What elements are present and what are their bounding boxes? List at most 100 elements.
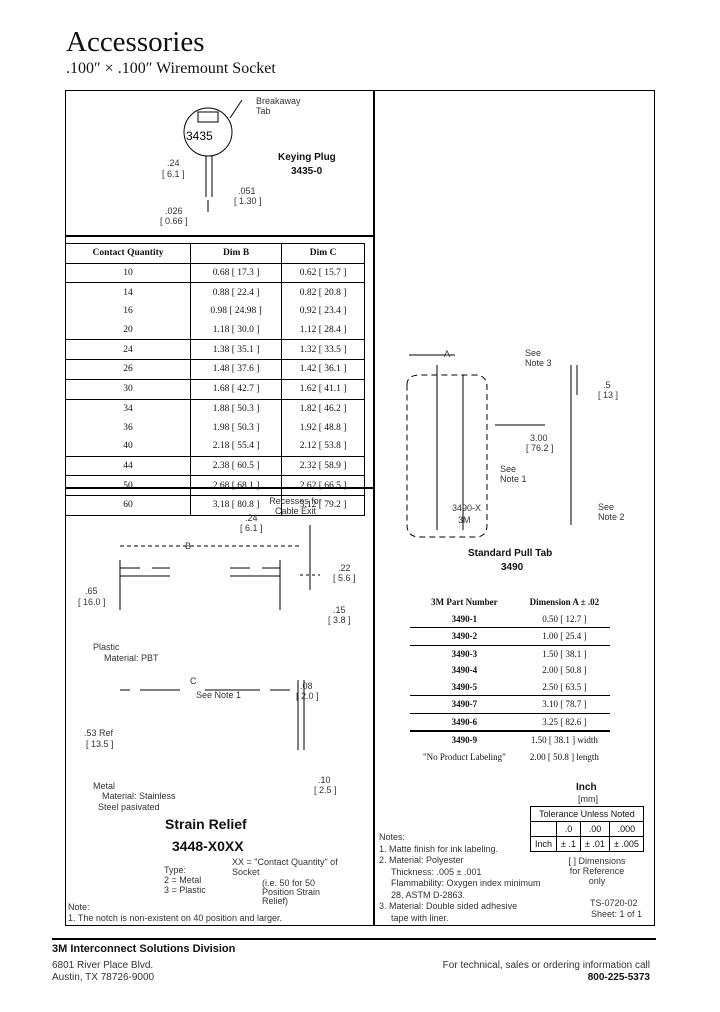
dim: .5 xyxy=(603,380,611,390)
page-title: Accessories xyxy=(66,26,205,58)
keying-plug-part: 3435-0 xyxy=(291,166,323,177)
xx-note: XX = "Contact Quantity" of Socket xyxy=(232,857,338,877)
col-header: Dimension A ± .02 xyxy=(529,597,600,608)
type-label: Type: xyxy=(164,865,187,875)
col-header: 3M Part Number xyxy=(431,597,498,608)
dim: [ 13 ] xyxy=(598,390,619,400)
pull-tab-drawing xyxy=(406,354,578,538)
plug-text: 3435 xyxy=(186,129,213,143)
table-row: "No Product Labeling"2.00 [ 50.8 ] lengt… xyxy=(422,751,599,762)
dim: .026 xyxy=(165,206,183,216)
dim: .24 xyxy=(167,158,180,168)
dim: [ 5.6 ] xyxy=(333,573,356,583)
note-item: Thickness: .005 ± .001 xyxy=(391,866,482,877)
contact-text: For technical, sales or ordering informa… xyxy=(442,960,650,971)
see-note-label: See Note 3 xyxy=(525,348,552,368)
dim: .22 xyxy=(338,563,351,573)
footer-divider xyxy=(52,938,656,940)
dim: .10 xyxy=(318,775,331,785)
dim: [ 6.1 ] xyxy=(162,169,185,179)
dim: [ 2.5 ] xyxy=(314,785,337,795)
dim: [ 0.66 ] xyxy=(160,216,188,226)
dim: C xyxy=(190,676,197,686)
page-subtitle: .100″ × .100″ Wiremount Socket xyxy=(66,60,276,77)
keying-plug-drawing xyxy=(183,99,243,212)
dim: .08 xyxy=(300,681,313,691)
col-header: Contact Quantity xyxy=(64,243,192,264)
note-item: 28, ASTM D-2863. xyxy=(391,889,466,900)
note-item: 2. Material: Polyester xyxy=(379,855,464,865)
breakaway-label: Breakaway Tab xyxy=(256,96,301,116)
address-line: Austin, TX 78726-9000 xyxy=(52,972,155,983)
pull-tab-title: Standard Pull Tab xyxy=(468,548,553,559)
note-item: Flammability: Oxygen index minimum xyxy=(391,878,541,888)
keying-plug-label: Keying Plug xyxy=(278,152,336,163)
tab-text: 3490-X xyxy=(452,503,482,513)
type-plastic: 3 = Plastic xyxy=(164,885,206,895)
tolerance-table: Tolerance Unless Noted .0.00.000 Inch± .… xyxy=(529,806,644,852)
plastic-material: Material: PBT xyxy=(104,653,159,663)
sheet-number: Sheet: 1 of 1 xyxy=(591,909,643,919)
dim: A xyxy=(444,349,451,359)
phone-number: 800-225-5373 xyxy=(587,972,650,983)
dim: .65 xyxy=(85,586,98,596)
strain-relief-drawing xyxy=(119,525,320,750)
see-note-label: See Note 1 xyxy=(196,690,242,700)
dim: .15 xyxy=(333,605,346,615)
type-metal: 2 = Metal xyxy=(164,875,202,885)
doc-number: TS-0720-02 xyxy=(590,898,638,908)
address-line: 6801 River Place Blvd. xyxy=(52,960,154,971)
ref-note: [ ] Dimensions for Reference only xyxy=(568,856,626,886)
division-name: 3M Interconnect Solutions Division xyxy=(52,943,236,955)
metal-material: Steel pasivated xyxy=(98,802,160,812)
units-inch: Inch xyxy=(576,782,597,793)
dim: [ 6.1 ] xyxy=(240,523,263,533)
recesses-label: Recesses for Cable Exit xyxy=(269,496,322,516)
note-item: 1. Matte finish for ink labeling. xyxy=(379,843,499,854)
dim: [ 16.0 ] xyxy=(78,597,106,607)
dim: .53 Ref xyxy=(84,728,114,738)
pull-tab-part: 3490 xyxy=(501,562,524,573)
dim: [ 13.5 ] xyxy=(86,739,114,749)
tab-text: 3M xyxy=(458,515,471,525)
plastic-label: Plastic xyxy=(93,642,120,652)
dim: .051 xyxy=(238,186,256,196)
notes: Notes: 1. Matte finish for ink labeling.… xyxy=(379,832,541,924)
note-title: Note: xyxy=(68,902,90,912)
see-note-label: See Note 1 xyxy=(500,464,527,484)
dim: .24 xyxy=(245,513,258,523)
xx-example: (i.e. 50 for 50 Position Strain Relief) xyxy=(262,878,321,906)
metal-material: Material: Stainless xyxy=(102,791,176,801)
note-item: 3. Material: Double sided adhesive xyxy=(379,901,518,911)
column-divider xyxy=(373,90,375,926)
col-header: Dim C xyxy=(281,243,365,264)
dim: 3.00 xyxy=(530,433,548,443)
strain-relief-title: Strain Relief xyxy=(165,816,247,832)
metal-label: Metal xyxy=(93,781,116,791)
notes-title: Notes: xyxy=(379,832,406,842)
units-mm: [mm] xyxy=(578,794,598,804)
col-header: Dim B xyxy=(190,243,283,264)
dim: [ 76.2 ] xyxy=(526,443,554,453)
dim: [ 1.30 ] xyxy=(234,196,262,206)
tol-title: Tolerance Unless Noted xyxy=(530,806,644,822)
divider xyxy=(65,235,373,237)
dim: B xyxy=(185,541,192,551)
